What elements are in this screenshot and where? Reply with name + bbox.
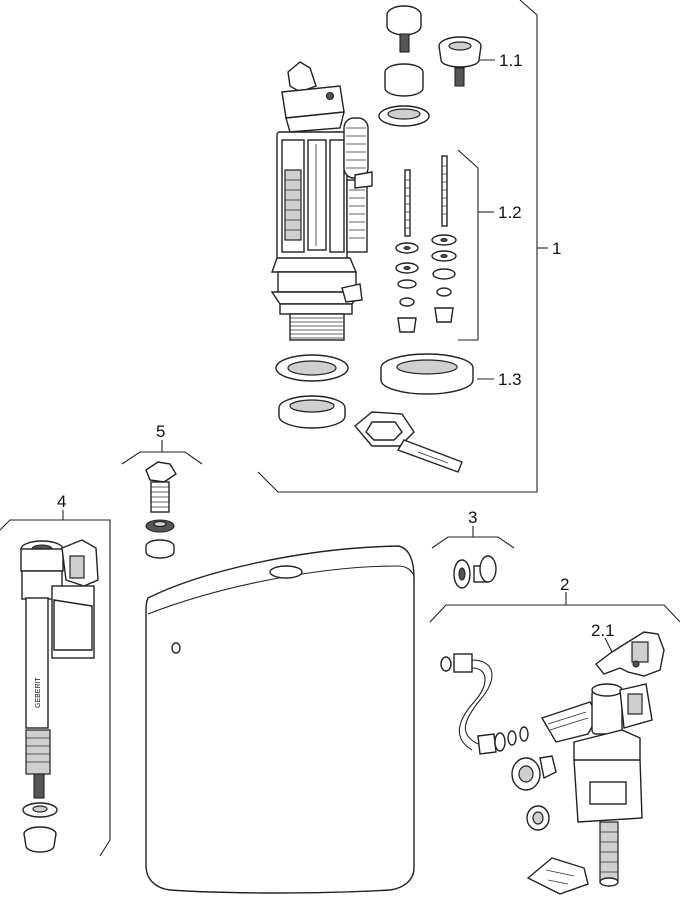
callout-5: 5 [156,422,165,441]
bracket-group-5 [121,440,203,465]
callout-1: 1 [552,239,561,258]
cistern-body [145,545,415,894]
mounting-bracket [526,857,589,895]
bracket-group-2 [429,592,680,623]
connection-hose [440,653,529,755]
bracket-group-4 [0,510,111,857]
fill-valve-type-380: GEBERIT [20,539,99,853]
callout-3: 3 [468,508,477,527]
fill-valve-type-333 [540,683,653,887]
flush-button-1-1 [386,5,422,53]
button-sleeve [378,63,430,127]
bracket-group-3 [431,526,515,549]
overflow-connector [453,555,497,589]
flush-valve [270,61,373,341]
flush-valve-nut [278,395,346,429]
fill-valve-head-2-1 [595,631,665,677]
callout-2-1: 2.1 [591,621,615,640]
callout-1-2: 1.2 [498,203,522,222]
fill-valve-brand-label: GEBERIT [35,677,42,708]
spanner-wrench [354,411,463,473]
flush-button-1-1-alt [438,36,482,87]
callout-2: 2 [560,575,569,594]
callout-1-1: 1.1 [499,51,523,70]
fixing-screws-1-2 [395,155,457,333]
leader-2-1 [604,637,613,653]
cistern-lid-screw [145,461,177,559]
callout-1-3: 1.3 [498,370,522,389]
flat-seal-1-3 [380,353,474,395]
nut-and-washer [511,755,557,831]
bracket-group-1-2 [457,149,494,341]
bracket-group-1 [257,0,548,493]
callout-4: 4 [57,492,66,511]
